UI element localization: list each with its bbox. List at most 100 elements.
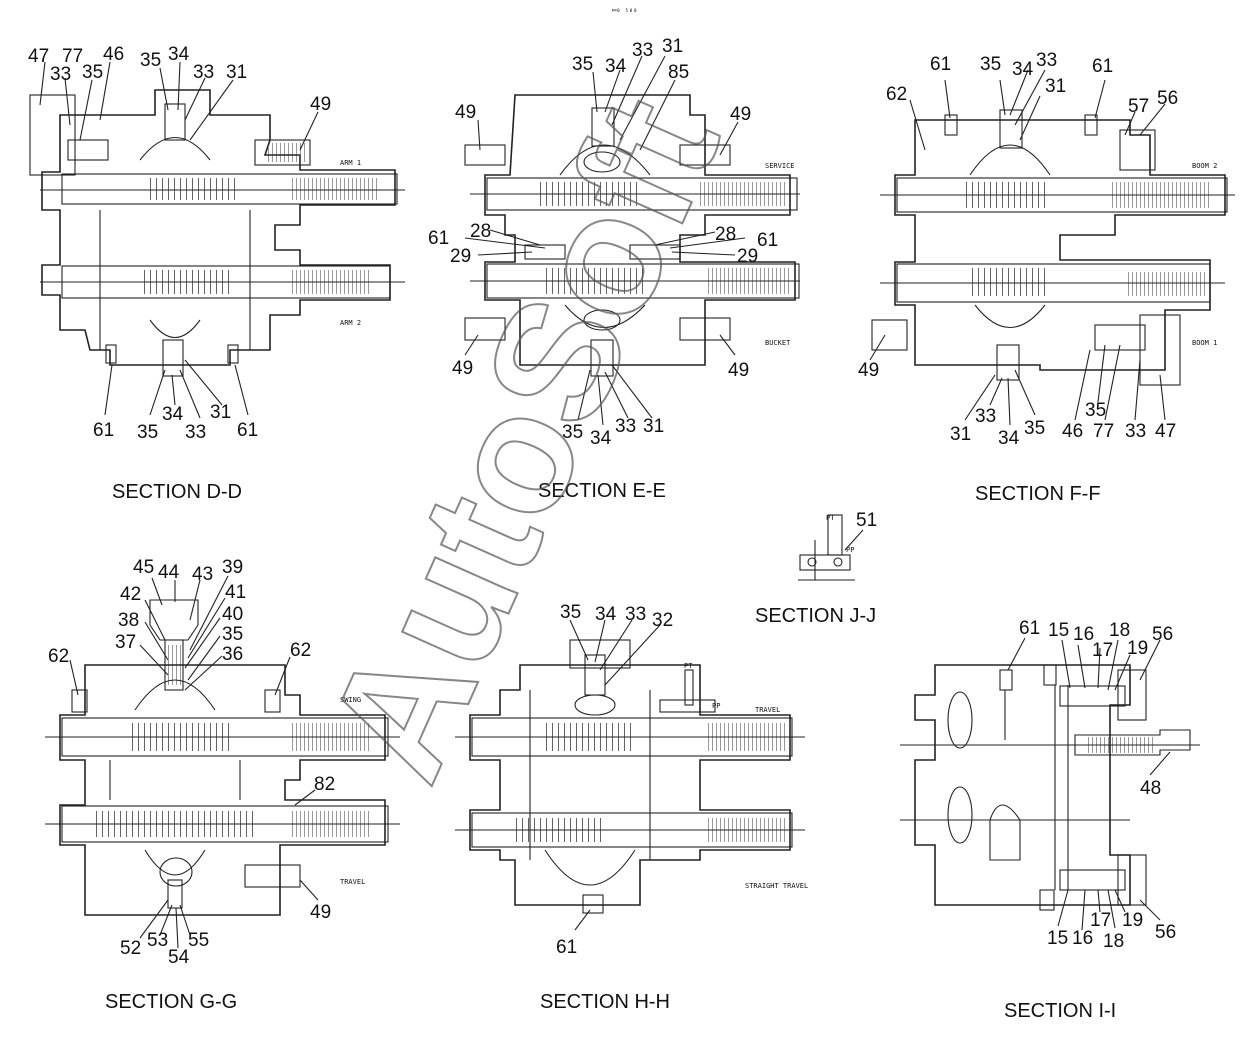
callout-61: 61: [556, 937, 577, 958]
tag-arm-1: ARM 1: [340, 159, 361, 167]
callout-31: 31: [950, 424, 971, 445]
section-caption: SECTION F-F: [975, 483, 1101, 505]
callout-31: 31: [210, 402, 231, 423]
tag-service: SERVICE: [765, 162, 795, 170]
callout-35: 35: [980, 54, 1001, 75]
leader-lines: [869, 69, 1166, 426]
callout-46: 46: [1062, 421, 1083, 442]
callout-62: 62: [886, 84, 907, 105]
callout-33: 33: [185, 422, 206, 443]
valve-body-drawing: [900, 664, 1200, 911]
callout-15: 15: [1047, 928, 1068, 949]
section-caption: SECTION H-H: [540, 991, 670, 1013]
callout-28: 28: [715, 224, 736, 245]
callout-35: 35: [222, 624, 243, 645]
callout-34: 34: [595, 604, 617, 625]
callout-29: 29: [450, 246, 471, 267]
tag-travel: TRAVEL: [755, 706, 780, 714]
callout-38: 38: [118, 610, 139, 631]
callout-34: 34: [168, 44, 190, 65]
callout-49: 49: [730, 104, 751, 125]
section-f-f: BOOM 2 BOOM 1 61 35 33 34 61 31 62 56 57…: [858, 50, 1235, 505]
tag-boom-2: BOOM 2: [1192, 162, 1217, 170]
callout-34: 34: [590, 428, 612, 449]
section-caption: SECTION G-G: [105, 991, 237, 1013]
callout-33: 33: [1125, 421, 1146, 442]
callout-85: 85: [668, 62, 689, 83]
tag-straight-travel: STRAIGHT TRAVEL: [745, 882, 808, 890]
callout-35: 35: [1024, 418, 1045, 439]
tag-bucket: BUCKET: [765, 339, 791, 347]
callout-35: 35: [1085, 400, 1106, 421]
callout-33: 33: [50, 64, 71, 85]
callout-17: 17: [1092, 640, 1113, 661]
callout-29: 29: [737, 246, 758, 267]
valve-body-drawing: [455, 639, 805, 914]
tag-pp: PP: [846, 546, 854, 554]
callout-49: 49: [310, 902, 331, 923]
callout-18: 18: [1103, 931, 1124, 952]
section-h-h: PT PP TRAVEL STRAIGHT TRAVEL 35 34 33 32…: [455, 602, 808, 1013]
callout-34: 34: [605, 56, 627, 77]
valve-body-drawing: [29, 89, 405, 377]
callout-44: 44: [158, 562, 180, 583]
callout-61: 61: [1092, 56, 1113, 77]
callout-52: 52: [120, 938, 141, 959]
section-caption: SECTION J-J: [755, 605, 876, 627]
callout-35: 35: [140, 50, 161, 71]
callout-36: 36: [222, 644, 243, 665]
callout-28: 28: [470, 221, 491, 242]
callout-62: 62: [48, 646, 69, 667]
callout-77: 77: [1093, 421, 1114, 442]
callout-61: 61: [93, 420, 114, 441]
section-caption: SECTION I-I: [1004, 1000, 1116, 1022]
section-j-j: PT PP 51 SECTION J-J: [755, 510, 877, 627]
valve-body-drawing: [464, 94, 800, 377]
callout-53: 53: [147, 930, 168, 951]
callout-35: 35: [562, 422, 583, 443]
callout-33: 33: [625, 604, 646, 625]
section-i-i: 61 15 16 18 56 17 19 48 15 16 17 19 18 5…: [900, 618, 1200, 1022]
callout-57: 57: [1128, 96, 1149, 117]
callout-61: 61: [428, 228, 449, 249]
callout-33: 33: [632, 40, 653, 61]
callout-31: 31: [1045, 76, 1066, 97]
callout-31: 31: [226, 62, 247, 83]
callout-35: 35: [137, 422, 158, 443]
callout-45: 45: [133, 557, 154, 578]
callout-33: 33: [615, 416, 636, 437]
callout-55: 55: [188, 930, 209, 951]
callout-61: 61: [757, 230, 778, 251]
leader-lines: [1007, 637, 1171, 931]
callout-49: 49: [455, 102, 476, 123]
callout-34: 34: [1012, 59, 1034, 80]
callout-34: 34: [998, 428, 1020, 449]
valve-body-drawing: [45, 599, 400, 916]
callout-18: 18: [1109, 620, 1130, 641]
callout-56: 56: [1157, 88, 1178, 109]
callout-31: 31: [662, 36, 683, 57]
callout-17: 17: [1090, 910, 1111, 931]
callout-33: 33: [193, 62, 214, 83]
callout-35: 35: [560, 602, 581, 623]
callout-41: 41: [225, 582, 246, 603]
callout-35: 35: [572, 54, 593, 75]
callout-37: 37: [115, 632, 136, 653]
callout-61: 61: [237, 420, 258, 441]
callout-47: 47: [28, 46, 49, 67]
callout-46: 46: [103, 44, 124, 65]
section-g-g: SWING TRAVEL 45 44 43 39 42 41 38 40 37 …: [45, 557, 400, 1013]
leader-lines: [464, 55, 746, 426]
tag-pp: PP: [712, 702, 720, 710]
callout-61: 61: [930, 54, 951, 75]
leader-lines: [69, 575, 319, 949]
tag-pt: PT: [826, 514, 835, 522]
tag-pt: PT: [684, 662, 693, 670]
callout-61: 61: [1019, 618, 1040, 639]
callout-33: 33: [975, 406, 996, 427]
leader-lines: [569, 619, 661, 931]
callout-15: 15: [1048, 620, 1069, 641]
tag-swing: SWING: [340, 696, 361, 704]
callout-16: 16: [1072, 928, 1093, 949]
